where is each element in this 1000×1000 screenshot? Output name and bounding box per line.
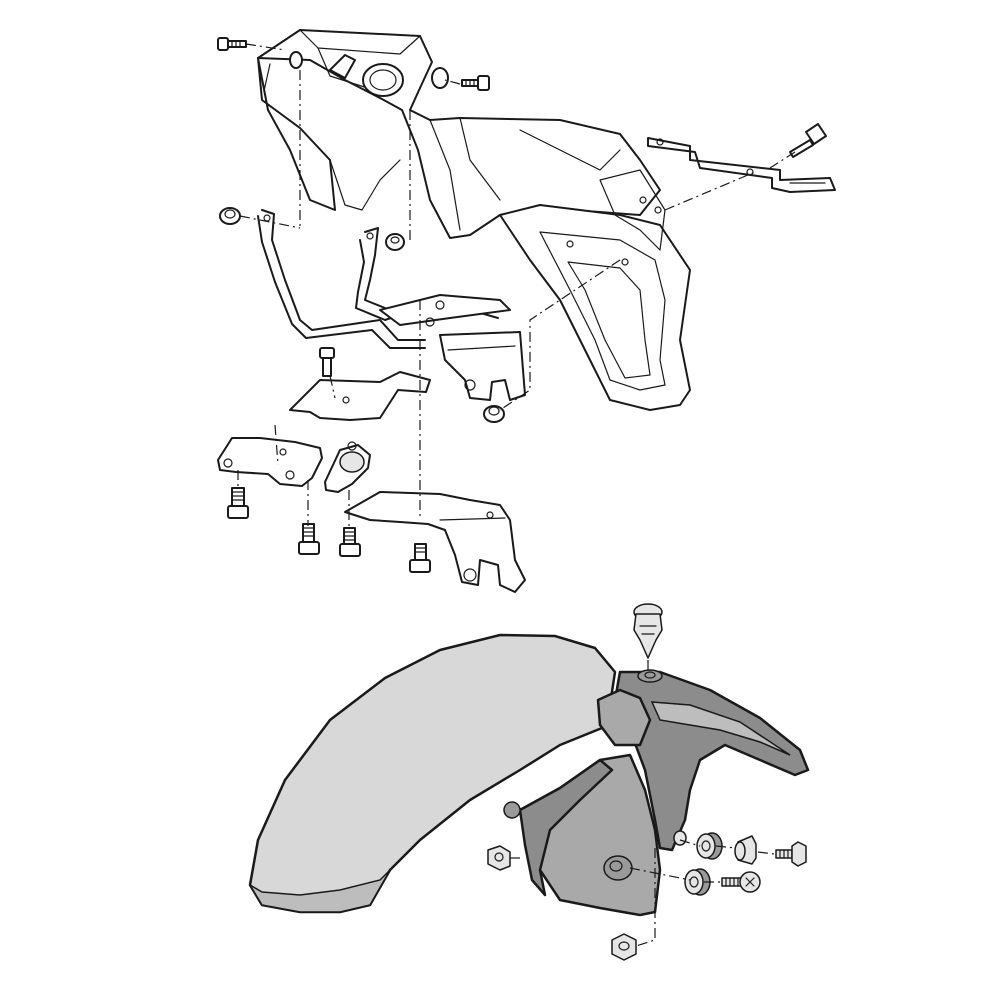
rubber-grommet — [324, 441, 371, 493]
license-plate-mount — [499, 169, 691, 411]
collar-nut — [385, 233, 405, 251]
front-fender-assembly — [248, 603, 810, 961]
flange-nut — [487, 845, 511, 871]
axle-mount-hole — [603, 855, 633, 881]
fender-fork-bracket — [613, 669, 810, 852]
collar-nut — [219, 207, 241, 225]
bolt — [319, 347, 335, 377]
collar-nut — [483, 405, 505, 423]
mount-hole — [289, 51, 303, 69]
assembly-guide-lines — [237, 43, 796, 530]
flange-bolt — [409, 543, 431, 573]
mount-hole — [673, 830, 687, 846]
rear-fender-assembly — [217, 29, 836, 593]
fender-stay-frame — [257, 209, 526, 401]
bolt — [789, 123, 827, 158]
mount-hole — [431, 67, 449, 89]
mount-boss — [503, 801, 521, 819]
tail-cowl-body — [257, 29, 661, 239]
phillips-screw — [721, 871, 761, 893]
flange-bolt — [775, 841, 807, 867]
mount-boss — [637, 669, 663, 683]
bolt — [461, 75, 490, 91]
assembly-guide-lines — [510, 839, 775, 947]
front-fender-shell — [248, 633, 652, 914]
bracket-plate — [344, 491, 526, 593]
push-clip — [633, 603, 663, 659]
fender-side-skirt — [503, 753, 662, 917]
license-light-bracket — [647, 137, 836, 193]
tail-lens-opening — [362, 63, 404, 97]
bolt — [217, 37, 247, 51]
flange-bolt — [227, 487, 249, 519]
bracket-plate — [217, 437, 323, 487]
rubber-grommet — [696, 832, 723, 860]
rubber-grommet — [684, 868, 711, 896]
collar — [734, 835, 757, 865]
flange-nut — [611, 933, 637, 961]
bracket-plate — [289, 371, 431, 421]
flange-bolt — [339, 527, 361, 557]
connector-tab — [329, 54, 356, 79]
flange-bolt — [298, 523, 320, 555]
mounting-bracket — [439, 331, 526, 401]
